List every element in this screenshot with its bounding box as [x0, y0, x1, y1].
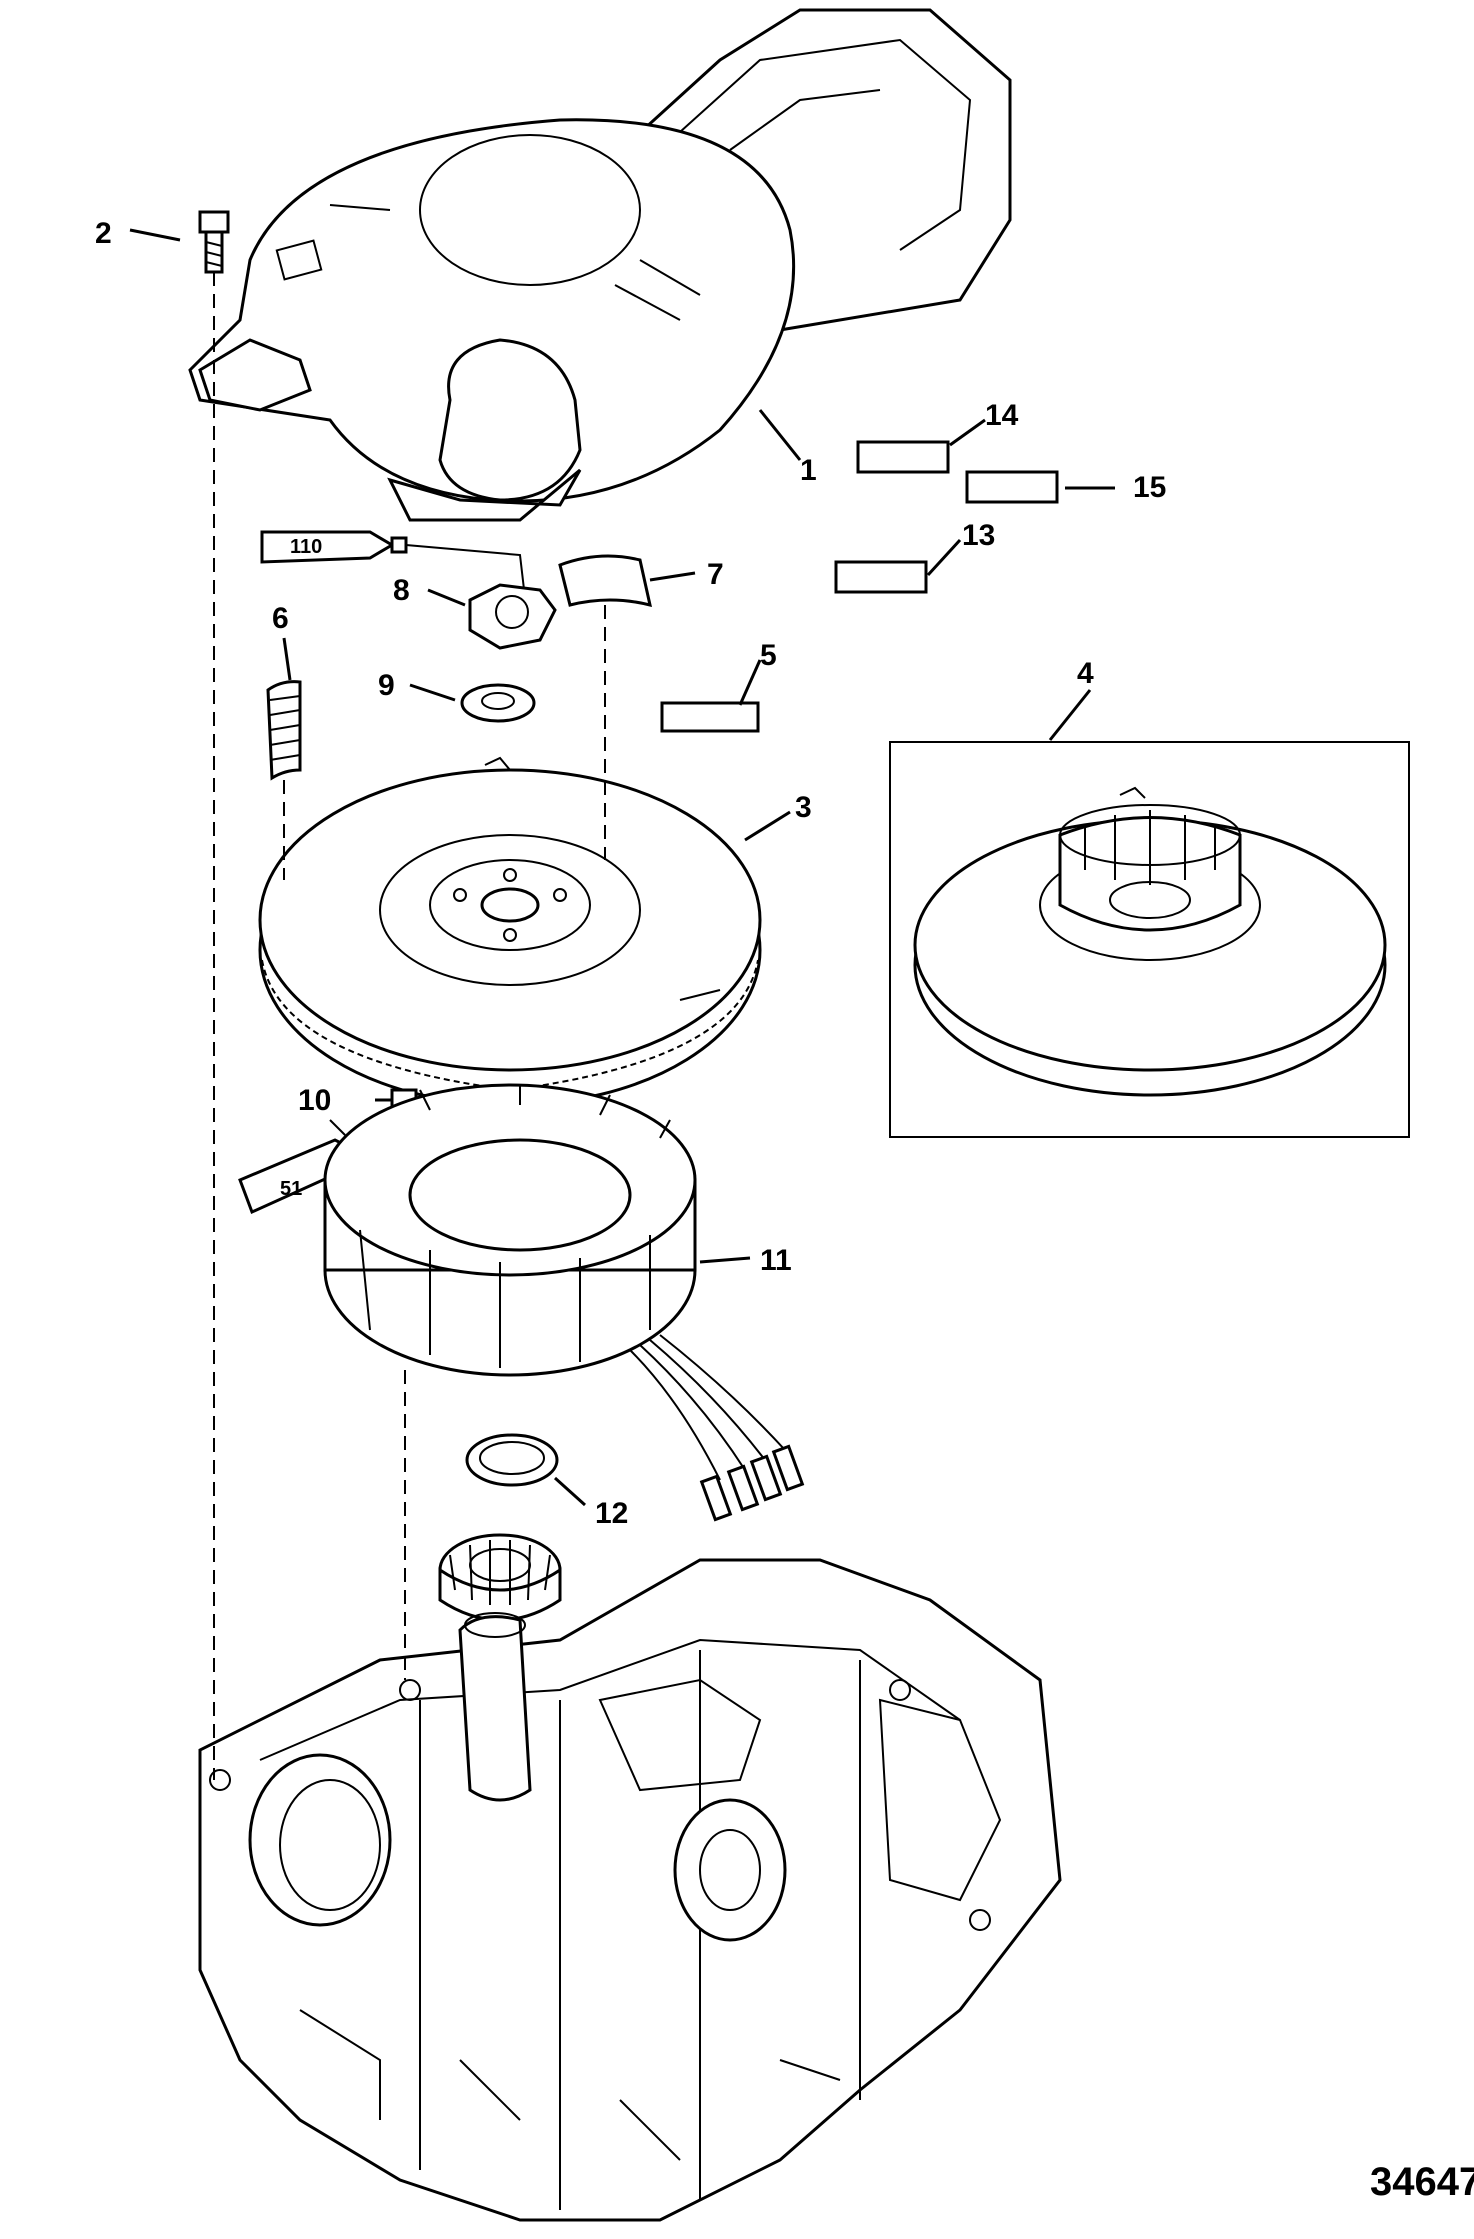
- leader-9: [409, 683, 456, 702]
- stator: [323, 1083, 697, 1377]
- leader-14: [949, 418, 986, 447]
- leader-13: [926, 538, 962, 577]
- flywheel-nut: [468, 583, 557, 650]
- stator-wire-harness: [629, 1334, 805, 1522]
- leader-8: [427, 588, 466, 607]
- flywheel-key: [558, 554, 652, 608]
- callout-9: 9: [378, 669, 395, 702]
- callout-12: 12: [595, 1497, 628, 1530]
- leader-4: [1048, 689, 1092, 741]
- flywheel: [258, 756, 762, 1107]
- callout-6: 6: [272, 602, 289, 635]
- callout-7: 7: [707, 558, 724, 591]
- sealant-tube-110: 110: [260, 530, 408, 564]
- flywheel-variant-box: [889, 741, 1410, 1138]
- leader-12: [553, 1476, 587, 1507]
- flywheel-washer: [460, 683, 536, 723]
- leader-2: [129, 228, 181, 242]
- trigger-magnet-segment: [266, 680, 302, 781]
- figure-number: 34647: [1370, 2160, 1474, 2204]
- decal-5: [660, 701, 760, 733]
- callout-1: 1: [800, 454, 817, 487]
- flywheel-cover: [188, 8, 1012, 522]
- decal-14: [856, 440, 950, 474]
- callout-15: 15: [1133, 471, 1166, 504]
- leader-7: [649, 571, 696, 582]
- callout-2: 2: [95, 217, 112, 250]
- tube-110-label: 110: [290, 536, 322, 558]
- callout-3: 3: [795, 791, 812, 824]
- callout-4: 4: [1077, 657, 1094, 690]
- crankshaft-gear: [438, 1533, 562, 1622]
- callout-11: 11: [760, 1244, 792, 1277]
- tube-51-label: 51: [280, 1178, 302, 1200]
- leader-3: [744, 810, 791, 842]
- callout-13: 13: [962, 519, 995, 552]
- leader-11: [699, 1256, 751, 1264]
- callout-10: 10: [298, 1084, 331, 1117]
- leader-1: [758, 409, 802, 461]
- decal-15: [965, 470, 1059, 504]
- leader-6: [282, 637, 292, 681]
- powerhead-block: [198, 1558, 1062, 2222]
- callout-5: 5: [760, 639, 777, 672]
- cover-bolt: [198, 210, 230, 274]
- decal-13: [834, 560, 928, 594]
- leader-5: [738, 659, 762, 706]
- crankshaft-seal: [465, 1433, 559, 1487]
- sealant-110-leader: [405, 544, 526, 599]
- callout-8: 8: [393, 574, 410, 607]
- callout-14: 14: [985, 399, 1019, 432]
- flywheel-variant: [913, 786, 1387, 1097]
